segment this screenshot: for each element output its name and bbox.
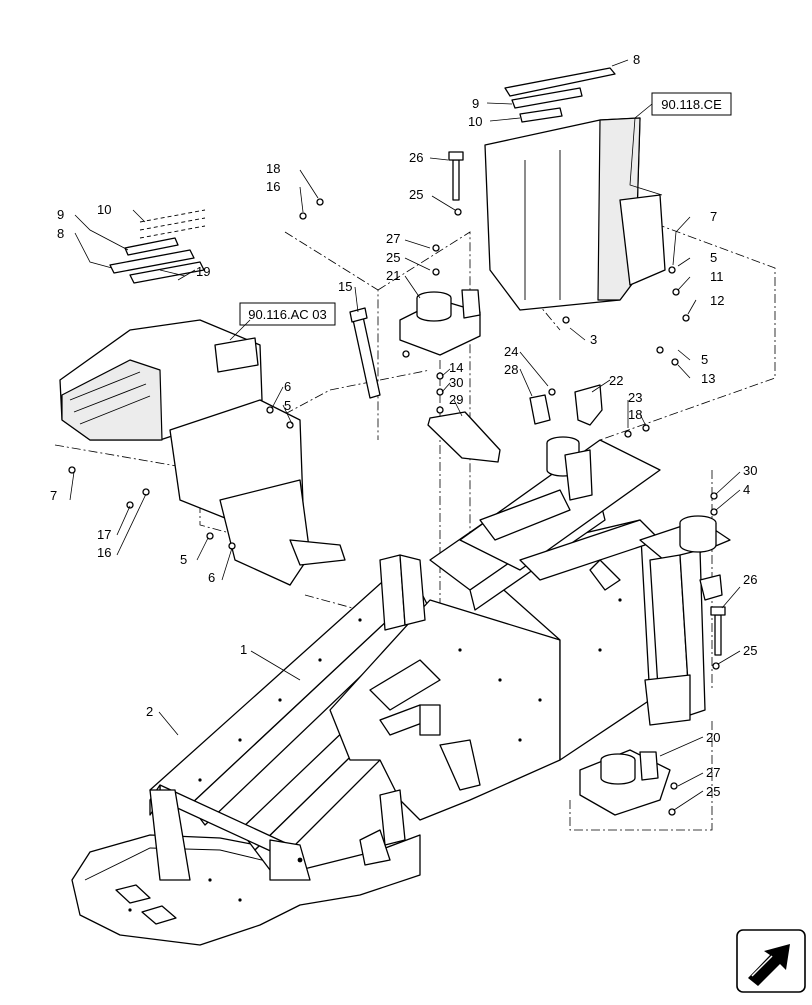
leader-lines [69,59,741,811]
cab-mount-20 [579,749,671,816]
callout-8: 8 [57,226,64,241]
reference-label: 90.116.AC 03 [248,307,327,322]
callout-12: 12 [710,293,724,308]
bracket-22 [574,384,603,426]
callout-3: 3 [590,332,597,347]
callout-30: 30 [743,463,757,478]
callout-7: 7 [50,488,57,503]
callout-2: 2 [146,704,153,719]
callout-8: 8 [633,52,640,67]
callout-10: 10 [97,202,111,217]
callout-27: 27 [386,231,400,246]
callout-5: 5 [180,552,187,567]
callout-26: 26 [743,572,757,587]
cover-29 [427,411,501,463]
callout-26: 26 [409,150,423,165]
rear-tower [639,515,731,726]
callout-30: 30 [449,375,463,390]
cab-mount-21 [399,289,481,356]
callout-27: 27 [706,765,720,780]
callout-25: 25 [409,187,423,202]
callout-13: 13 [701,371,715,386]
callout-18: 18 [628,407,642,422]
callout-24: 24 [504,344,518,359]
left-fender-assembly [59,319,346,586]
rear-panel-assembly [484,67,666,311]
front-pedestal [479,436,593,541]
callout-21: 21 [386,268,400,283]
callout-17: 17 [97,527,111,542]
callout-4: 4 [743,482,750,497]
callout-5: 5 [701,352,708,367]
next-page-arrow-icon[interactable] [736,929,806,993]
bracket-28 [529,394,551,425]
callout-6: 6 [284,379,291,394]
main-frame [71,439,661,946]
callout-16: 16 [97,545,111,560]
callout-7: 7 [710,209,717,224]
callout-25: 25 [706,784,720,799]
callout-28: 28 [504,362,518,377]
callout-16: 16 [266,179,280,194]
fasteners [68,151,726,816]
callout-9: 9 [57,207,64,222]
callout-1: 1 [240,642,247,657]
callout-6: 6 [208,570,215,585]
callout-numbers: 8 9 10 26 25 27 25 21 18 16 10 9 8 19 15… [50,52,757,799]
reference-box-90-116-ac-03[interactable]: 90.116.AC 03 [239,302,336,326]
callout-9: 9 [472,96,479,111]
callout-14: 14 [449,360,463,375]
callout-22: 22 [609,373,623,388]
bracket-15 [349,307,381,399]
callout-25: 25 [743,643,757,658]
callout-20: 20 [706,730,720,745]
callout-15: 15 [338,279,352,294]
reference-label: 90.118.CE [661,97,722,112]
callout-19: 19 [196,264,210,279]
decal-set-left [109,209,206,284]
callout-23: 23 [628,390,642,405]
reference-box-90-118-ce[interactable]: 90.118.CE [651,92,732,116]
callout-5: 5 [710,250,717,265]
callout-25: 25 [386,250,400,265]
callout-29: 29 [449,392,463,407]
callout-5: 5 [284,398,291,413]
callout-10: 10 [468,114,482,129]
callout-11: 11 [710,269,724,284]
callout-18: 18 [266,161,280,176]
